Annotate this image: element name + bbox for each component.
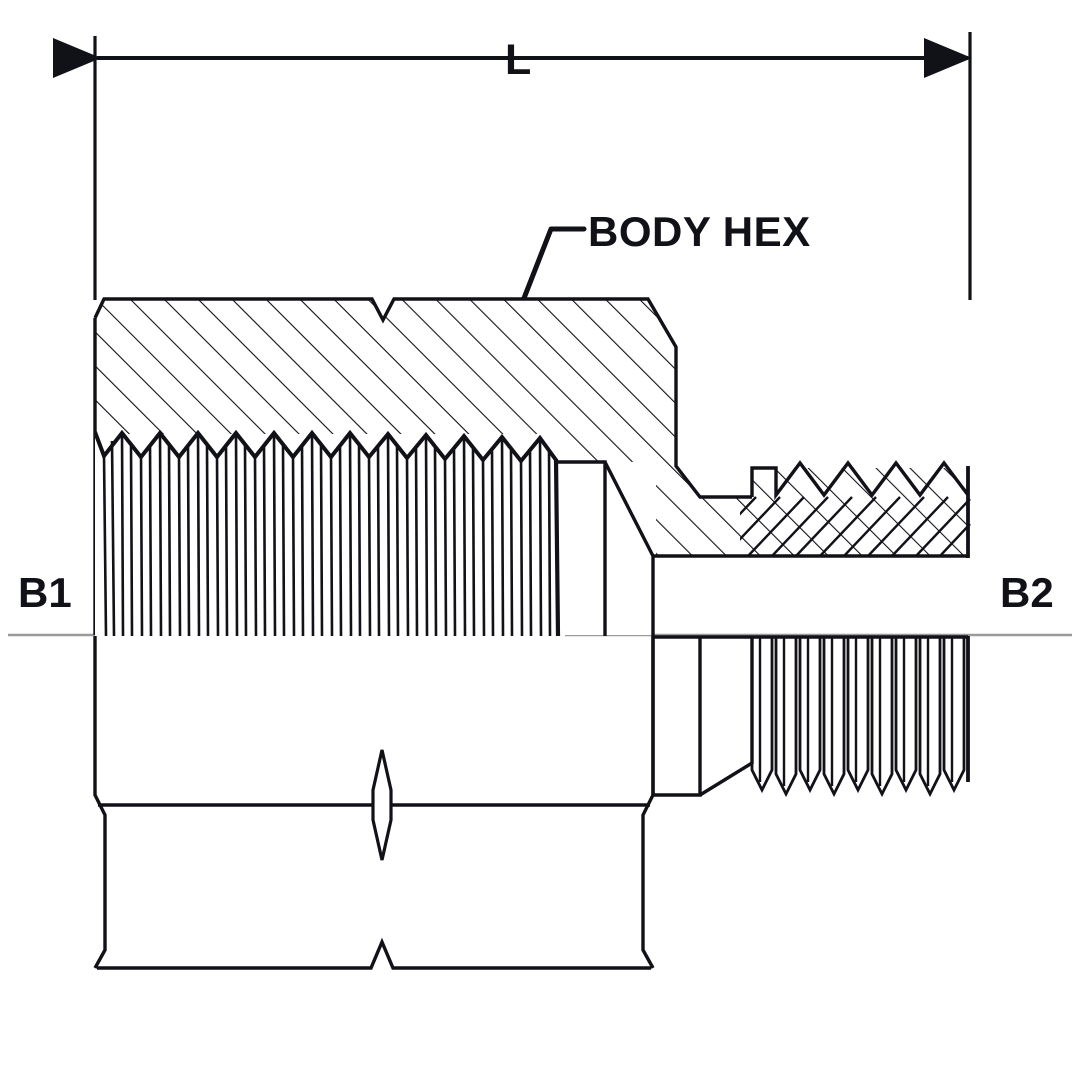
port-label-b2: B2 [1000,569,1054,616]
female-thread-upper [95,430,565,638]
hex-corner-lens [371,749,393,861]
port-label-b1: B1 [18,569,72,616]
male-thread-upper [653,460,971,558]
body-hex-label: BODY HEX [588,208,811,255]
length-dimension-label: L [505,36,532,84]
length-dimension-group [52,32,972,300]
male-thread-lower [651,635,970,798]
